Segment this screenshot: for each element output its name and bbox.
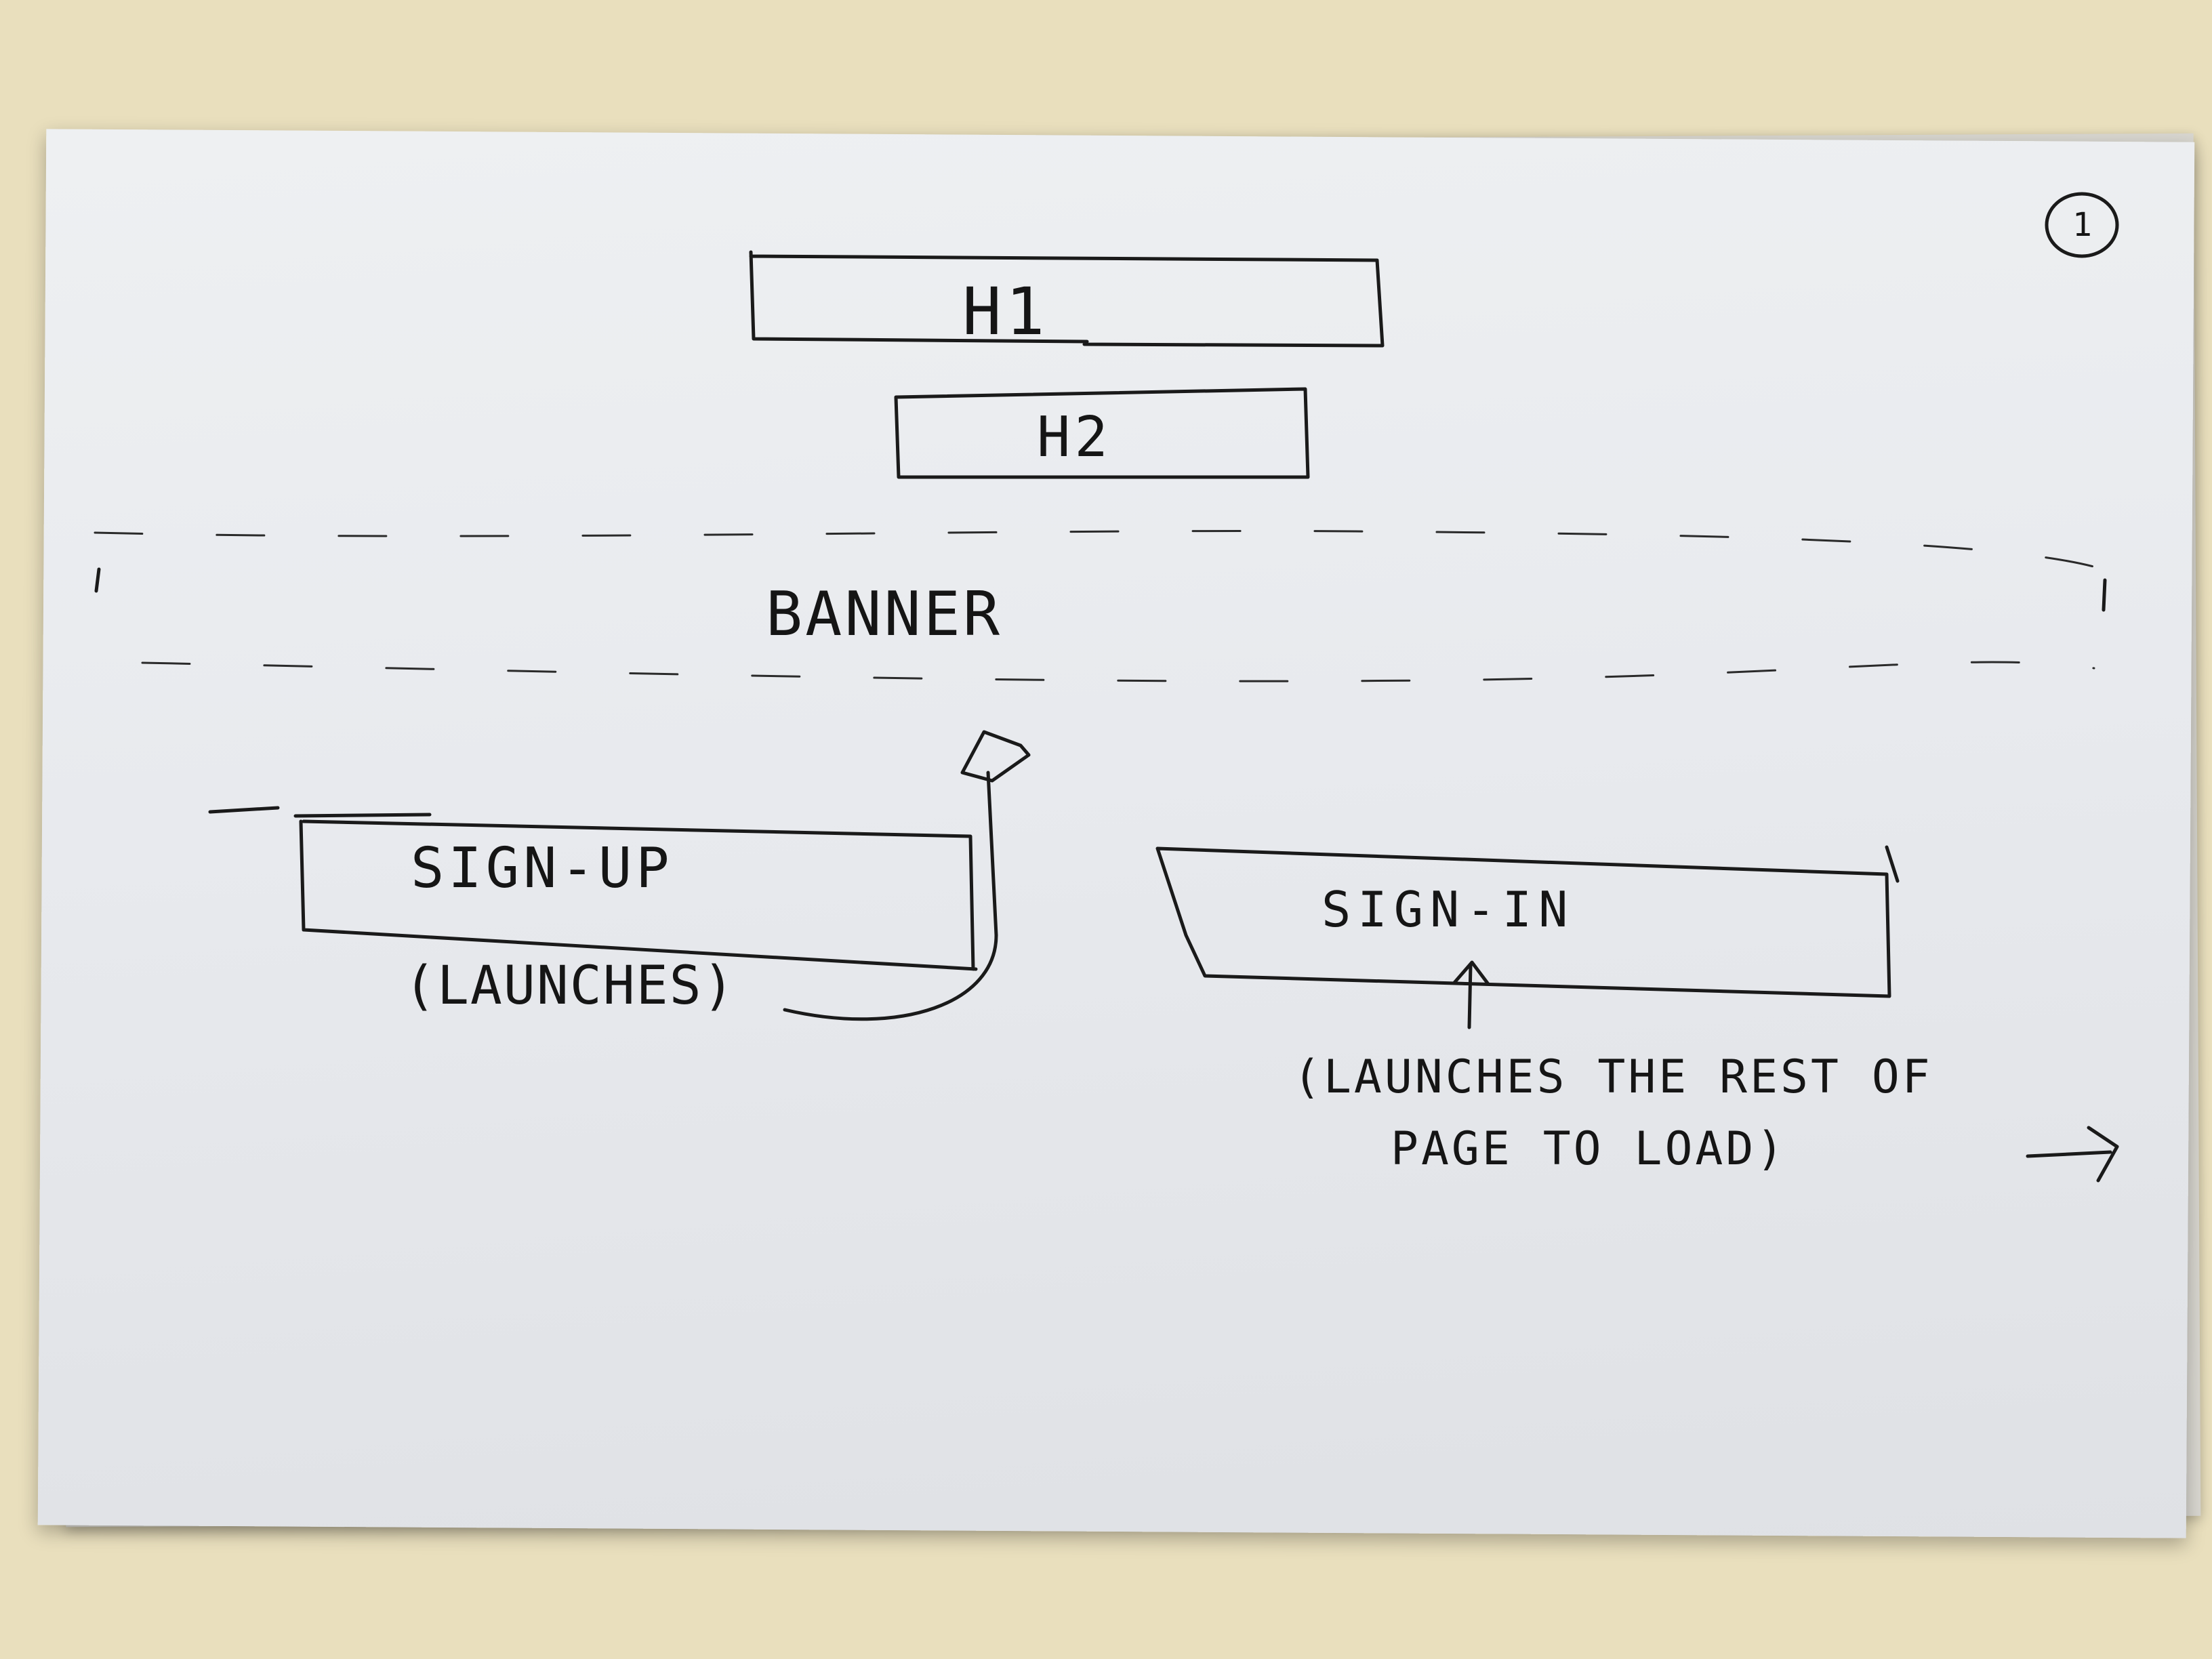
banner-top-dashes [94, 529, 2116, 575]
banner-label: BANNER [766, 579, 1003, 650]
page-number-circle [2045, 192, 2119, 258]
sign-up-box [293, 813, 978, 971]
sign-in-note-line1: (LAUNCHES THE REST OF [1293, 1050, 1933, 1104]
banner-right-tick [2102, 578, 2107, 612]
banner-left-tick [94, 567, 101, 593]
signin-up-arrow [1452, 960, 1490, 1029]
sign-in-button-label: SIGN-IN [1322, 881, 1575, 938]
h1-placeholder-label: H1 [962, 274, 1049, 350]
h2-placeholder-label: H2 [1037, 405, 1112, 470]
sign-up-note: (LAUNCHES) [404, 956, 736, 1017]
dash-left-of-signup [208, 806, 280, 814]
page-number: 1 [2072, 206, 2096, 244]
signup-curved-arrow [783, 771, 998, 1021]
sign-up-button-label: SIGN-UP [411, 836, 674, 901]
continue-right-arrow [2026, 1126, 2119, 1183]
h2-box [894, 387, 1310, 479]
h1-box [749, 250, 1385, 348]
signup-arrow-head [960, 730, 1031, 783]
banner-bottom-dashes [141, 661, 2095, 682]
sign-in-box [1155, 845, 1900, 998]
sign-in-note-line2: PAGE TO LOAD) [1391, 1122, 1787, 1176]
